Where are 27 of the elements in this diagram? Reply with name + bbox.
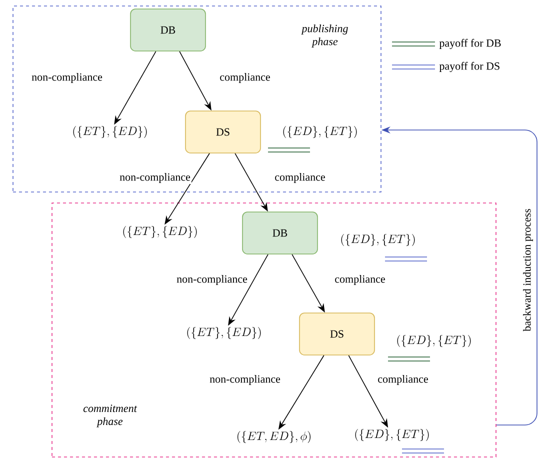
edge-label: non-compliance	[176, 274, 248, 286]
outcome-label: $(\{ED\},\{ET\})$	[355, 429, 429, 441]
edge-label: non-compliance	[208, 374, 282, 386]
phase-frame	[52, 202, 496, 458]
player-box: DB	[130, 8, 206, 52]
legend-label: payoff for DB	[439, 38, 501, 50]
edge-label: non-compliance	[30, 72, 104, 84]
outcome-label: $(\{ET\},\{ED\})$	[187, 327, 261, 339]
phase-label: publishing phase	[301, 24, 348, 48]
phase-label: commitment phase	[83, 404, 138, 428]
legend-label: payoff for DS	[439, 62, 500, 72]
edge-label: compliance	[218, 72, 272, 84]
edge-label: non-compliance	[118, 172, 192, 184]
player-box: DS	[299, 312, 375, 356]
outcome-label: $(\{ET,ED\},\phi)$	[238, 431, 310, 443]
outcome-label: $(\{ET\},\{ED\})$	[73, 126, 147, 138]
outcome-label: $(\{ED\},\{ET\})$	[341, 234, 415, 246]
outcome-label: $(\{ET\},\{ED\})$	[123, 226, 197, 238]
player-box: DB	[242, 212, 318, 254]
edge-label: compliance	[334, 274, 386, 286]
player-box: DS	[185, 110, 261, 154]
edge-label: compliance	[274, 172, 326, 184]
outcome-label: $(\{ED\},\{ET\})$	[397, 335, 471, 347]
outcome-label: $(\{ED\},\{ET\})$	[283, 126, 357, 138]
edge-label: backward induction process	[522, 208, 534, 332]
phase-frame	[12, 6, 382, 192]
edge-label: compliance	[376, 374, 430, 386]
